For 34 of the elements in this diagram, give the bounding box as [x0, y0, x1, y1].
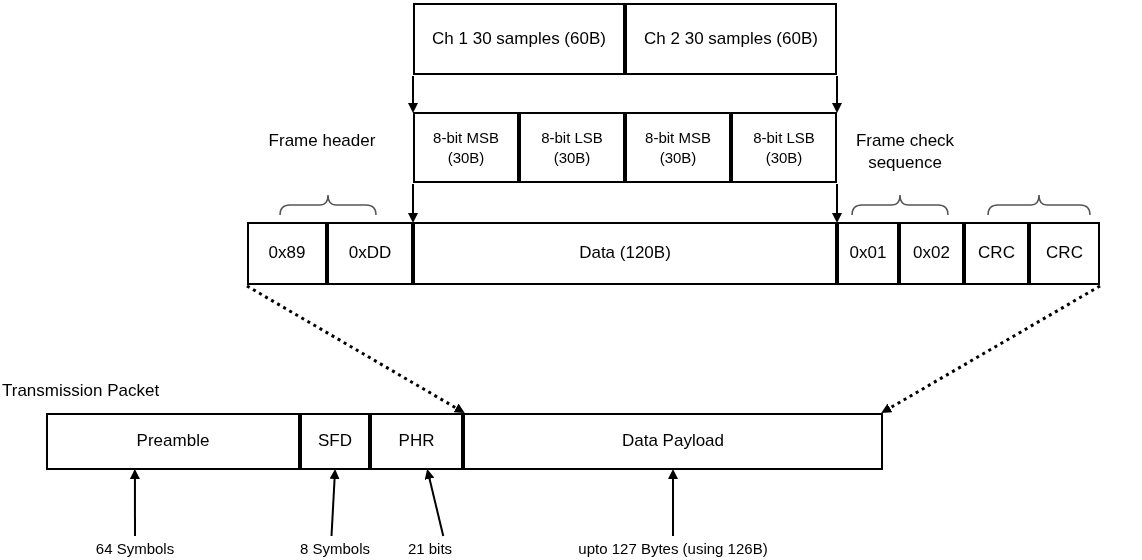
packet-field: 8-bit MSB (30B) [625, 112, 731, 183]
arrow [129, 469, 140, 537]
arrow [424, 469, 445, 537]
packet-field: CRC [964, 222, 1029, 285]
bracket-label: Frame header [267, 130, 377, 152]
packet-field: CRC [1029, 222, 1100, 285]
annotation-text: 64 Symbols [95, 540, 175, 557]
annotation-text: 21 bits [407, 540, 453, 557]
packet-field: 0x02 [899, 222, 964, 285]
arrow [668, 469, 678, 537]
packet-field: 0x01 [837, 222, 899, 285]
packet-field: 0xDD [327, 222, 413, 285]
packet-field: PHR [370, 413, 463, 470]
packet-field: 8-bit LSB (30B) [519, 112, 625, 183]
packet-field: Preamble [46, 413, 300, 470]
arrow [408, 75, 418, 113]
arrow [408, 183, 418, 223]
arrow [832, 75, 842, 113]
arrow [246, 284, 465, 414]
packet-field: Data Payload [463, 413, 883, 470]
arrow [881, 284, 1101, 414]
packet-field: 8-bit MSB (30B) [413, 112, 519, 183]
annotation-text: upto 127 Bytes (using 126B) [578, 540, 768, 557]
section-title: Transmission Packet [2, 380, 161, 402]
annotation-text: 8 Symbols [300, 540, 370, 557]
arrow [832, 183, 842, 223]
bracket-label: Frame check sequence [854, 130, 956, 175]
packet-field: 8-bit LSB (30B) [731, 112, 837, 183]
packet-field: Ch 2 30 samples (60B) [625, 3, 837, 75]
packet-field: 0x89 [247, 222, 327, 285]
packet-field: SFD [300, 413, 370, 470]
packet-field: Ch 1 30 samples (60B) [413, 3, 625, 75]
arrow [329, 469, 340, 537]
packet-field: Data (120B) [413, 222, 837, 285]
